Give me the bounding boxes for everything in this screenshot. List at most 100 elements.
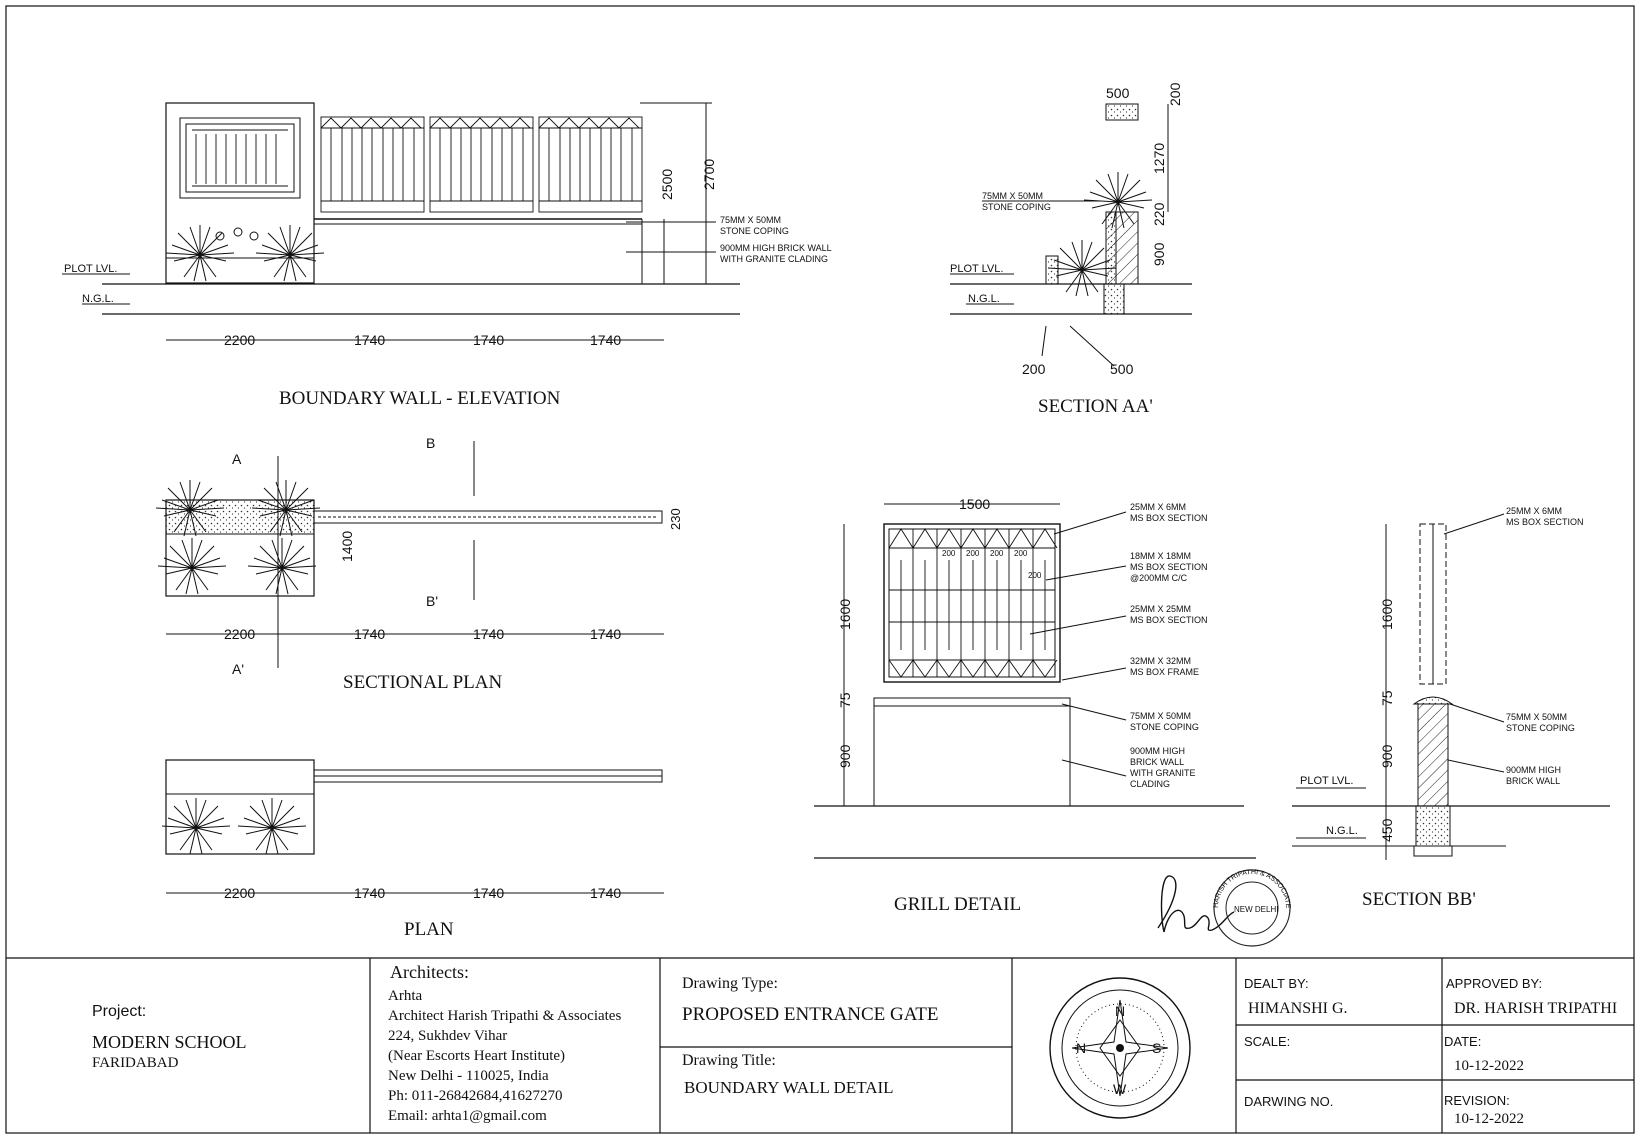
section-aa-title: SECTION AA' — [1038, 396, 1153, 417]
grill-dim-200-c: 200 — [990, 549, 1004, 558]
drawing-type-label: Drawing Type: — [682, 975, 778, 992]
grill-dim-1500: 1500 — [959, 496, 990, 512]
elev-dim-2200: 2200 — [224, 332, 255, 348]
bb-dim-1600: 1600 — [1379, 599, 1395, 630]
architect-line-3: 224, Sukhdev Vihar — [388, 1028, 508, 1044]
bb-note-3-a: 900MM HIGH — [1506, 765, 1561, 775]
revision-label: REVISION: — [1444, 1093, 1510, 1108]
grill-note-6-a: 900MM HIGH — [1130, 746, 1185, 756]
grill-note-3-b: MS BOX SECTION — [1130, 615, 1208, 625]
plan-dim-1740-a: 1740 — [354, 885, 385, 901]
project-name: MODERN SCHOOL — [92, 1032, 247, 1052]
project-city: FARIDABAD — [92, 1055, 179, 1071]
dealt-by: HIMANSHI G. — [1248, 1000, 1348, 1017]
sp-dim-1740-a: 1740 — [354, 626, 385, 642]
stamp-ring-text: HARISH TRIPATHI & ASSOCIATES — [0, 0, 1291, 909]
bb-note-2-b: STONE COPING — [1506, 723, 1575, 733]
project-label: Project: — [92, 1003, 147, 1020]
drawing-title-label: Drawing Title: — [682, 1052, 776, 1069]
elevation-view: 2500 2700 75MM X 50MM STONE COPING 900MM… — [62, 102, 832, 409]
grill-detail-title: GRILL DETAIL — [894, 894, 1021, 915]
elev-plot-level: PLOT LVL. — [64, 263, 117, 275]
grill-note-6-b: BRICK WALL — [1130, 757, 1184, 767]
marker-b-prime: B' — [426, 593, 438, 609]
stamp-center-text: NEW DELHI — [1234, 905, 1278, 914]
sp-dim-230: 230 — [668, 508, 683, 530]
bb-dim-75: 75 — [1379, 690, 1395, 706]
bb-dim-900: 900 — [1379, 744, 1395, 768]
compass-west: W — [1113, 1081, 1127, 1097]
plan-dim-1740-c: 1740 — [590, 885, 621, 901]
grill-note-5-a: 75MM X 50MM — [1130, 711, 1191, 721]
marker-b: B — [426, 435, 435, 451]
marker-a-prime: A' — [232, 661, 244, 677]
date-label: DATE: — [1444, 1034, 1482, 1049]
grill-note-4-b: MS BOX FRAME — [1130, 667, 1199, 677]
aa-dim-200-base: 200 — [1022, 361, 1046, 377]
aa-dim-500-base: 500 — [1110, 361, 1134, 377]
compass-north: N — [1115, 1003, 1125, 1019]
architect-line-7: Email: arhta1@gmail.com — [388, 1108, 547, 1124]
aa-dim-1270: 1270 — [1151, 143, 1167, 174]
firm-stamp: HARISH TRIPATHI & ASSOCIATES NEW DELHI — [0, 0, 1291, 947]
bb-dim-450: 450 — [1379, 818, 1395, 842]
aa-dim-220: 220 — [1151, 202, 1167, 226]
elevation-title: BOUNDARY WALL - ELEVATION — [279, 388, 561, 409]
grill-note-2-a: 18MM X 18MM — [1130, 551, 1191, 561]
architect-line-6: Ph: 011-26842684,41627270 — [388, 1088, 563, 1104]
grill-dim-1600: 1600 — [837, 599, 853, 630]
aa-note-2: STONE COPING — [982, 202, 1051, 212]
architect-line-1: Arhta — [388, 988, 423, 1004]
elev-note-3: 900MM HIGH BRICK WALL — [720, 243, 832, 253]
architect-line-5: New Delhi - 110025, India — [388, 1068, 549, 1084]
signature — [1157, 875, 1235, 933]
architects-label: Architects: — [390, 962, 469, 982]
drawing-type: PROPOSED ENTRANCE GATE — [682, 1004, 939, 1025]
revision-value: 10-12-2022 — [1454, 1111, 1524, 1127]
sp-dim-1740-c: 1740 — [590, 626, 621, 642]
bb-ngl: N.G.L. — [1326, 825, 1358, 837]
bb-note-3-b: BRICK WALL — [1506, 776, 1560, 786]
sp-dim-1400: 1400 — [339, 531, 355, 562]
grill-note-2-c: @200MM C/C — [1130, 573, 1188, 583]
bb-note-1-a: 25MM X 6MM — [1506, 506, 1562, 516]
grill-note-4-a: 32MM X 32MM — [1130, 656, 1191, 666]
grill-dim-75: 75 — [837, 692, 853, 708]
section-bb-title: SECTION BB' — [1362, 889, 1476, 910]
grill-dim-200-d: 200 — [1014, 549, 1028, 558]
elev-dim-1740-c: 1740 — [590, 332, 621, 348]
grill-dim-200-b: 200 — [966, 549, 980, 558]
plan-title: PLAN — [404, 919, 454, 940]
approved-by-label: APPROVED BY: — [1446, 976, 1543, 991]
section-bb-view: 1600 75 900 450 25MM X 6MM MS BOX SECTIO… — [1292, 506, 1610, 910]
date-value: 10-12-2022 — [1454, 1058, 1524, 1074]
grill-note-1-a: 25MM X 6MM — [1130, 502, 1186, 512]
compass-rose-icon: N N S W — [1049, 977, 1191, 1119]
plan-view: 2200 1740 1740 1740 PLAN — [161, 759, 664, 940]
section-aa-view: 500 200 1270 220 900 75MM X 50MM STONE C… — [950, 82, 1192, 417]
marker-a: A — [232, 451, 242, 467]
elev-dim-2700: 2700 — [701, 159, 717, 190]
grill-dim-200-e: 200 — [1028, 571, 1042, 580]
drawing-title: BOUNDARY WALL DETAIL — [684, 1078, 894, 1097]
grill-detail-view: 1500 200 200 200 200 200 1600 75 900 25M… — [814, 496, 1256, 915]
grill-note-1-b: MS BOX SECTION — [1130, 513, 1208, 523]
sp-dim-2200: 2200 — [224, 626, 255, 642]
aa-ngl: N.G.L. — [968, 293, 1000, 305]
drawing-no-label: DARWING NO. — [1244, 1094, 1334, 1109]
grill-note-6-d: CLADING — [1130, 779, 1170, 789]
elev-note-2: STONE COPING — [720, 226, 789, 236]
compass-north-side: N — [1076, 1040, 1086, 1056]
bb-plot-level: PLOT LVL. — [1300, 775, 1353, 787]
grill-note-3-a: 25MM X 25MM — [1130, 604, 1191, 614]
grill-note-5-b: STONE COPING — [1130, 722, 1199, 732]
bb-note-2-a: 75MM X 50MM — [1506, 712, 1567, 722]
aa-plot-level: PLOT LVL. — [950, 263, 1003, 275]
aa-dim-500: 500 — [1106, 85, 1130, 101]
scale-label: SCALE: — [1244, 1034, 1291, 1049]
sectional-plan-title: SECTIONAL PLAN — [343, 672, 502, 693]
elev-note-1: 75MM X 50MM — [720, 215, 781, 225]
architect-line-4: (Near Escorts Heart Institute) — [388, 1048, 566, 1064]
grill-dim-200-a: 200 — [942, 549, 956, 558]
